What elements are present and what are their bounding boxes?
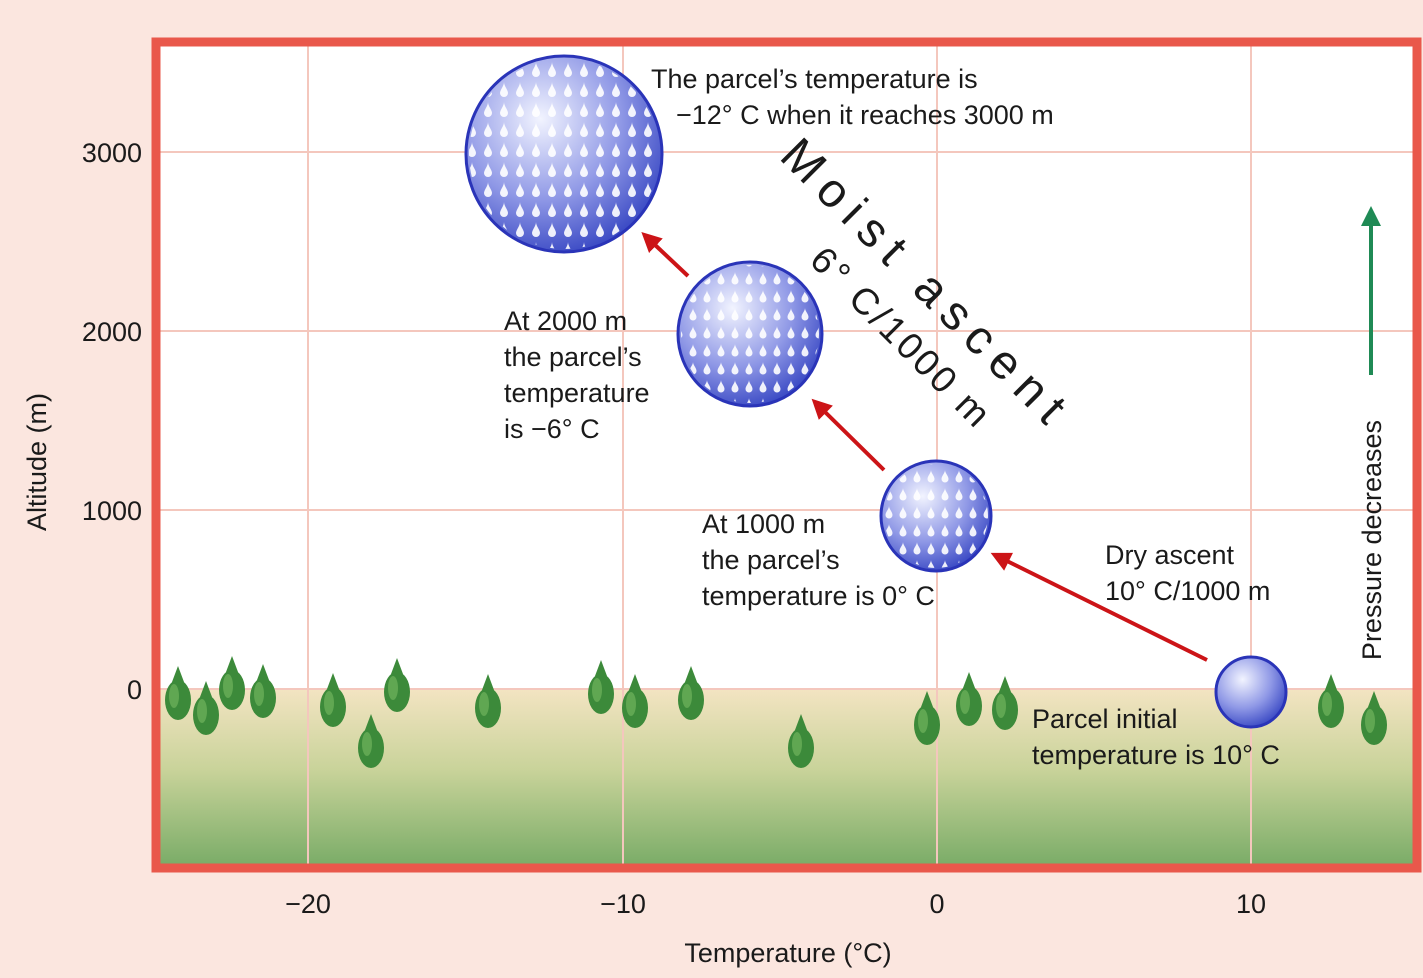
- annotation-1000m-line3: temperature is 0° C: [702, 581, 935, 611]
- annotation-1000m-line1: At 1000 m: [702, 509, 825, 539]
- annotation-dry-ascent: Dry ascent 10° C/1000 m: [1105, 540, 1270, 606]
- y-tick-labels: 0 1000 2000 3000: [82, 138, 142, 705]
- parcels: [464, 54, 1288, 729]
- x-tick-label: 10: [1236, 889, 1266, 919]
- x-tick-label: 0: [929, 889, 944, 919]
- annotation-initial: Parcel initial temperature is 10° C: [1032, 704, 1280, 770]
- ascent-arrows: [641, 232, 1208, 662]
- annotation-2000m-line3: temperature: [504, 378, 650, 408]
- parcel-surface: [1214, 655, 1288, 729]
- y-axis-title: Altitude (m): [22, 393, 52, 531]
- x-axis-title: Temperature (°C): [684, 938, 891, 968]
- y-tick-label: 1000: [82, 496, 142, 526]
- dry-ascent-arrow: [990, 552, 1208, 662]
- x-tick-labels: −20 −10 0 10: [285, 889, 1266, 919]
- moist-ascent-arrow-2: [641, 232, 690, 278]
- y-tick-label: 2000: [82, 317, 142, 347]
- gridlines: [156, 42, 1417, 868]
- annotation-top-line2: −12° C when it reaches 3000 m: [676, 100, 1054, 130]
- parcel-2000m-droplets: [681, 265, 819, 403]
- ground: [156, 689, 1417, 868]
- annotation-2000m-line4: is −6° C: [504, 414, 600, 444]
- y-tick-label: 3000: [82, 138, 142, 168]
- annotation-1000m-line2: the parcel’s: [702, 545, 840, 575]
- dry-ascent-line2: 10° C/1000 m: [1105, 576, 1270, 606]
- annotation-2000m-line1: At 2000 m: [504, 306, 627, 336]
- parcel-3000m-droplets: [469, 59, 659, 249]
- plot-frame: [151, 37, 1422, 873]
- annotation-1000m: At 1000 m the parcel’s temperature is 0°…: [702, 509, 935, 611]
- annotation-top: The parcel’s temperature is −12° C when …: [651, 64, 1054, 130]
- annotation-2000m: At 2000 m the parcel’s temperature is −6…: [504, 306, 650, 444]
- annotation-top-line1: The parcel’s temperature is: [651, 64, 978, 94]
- x-tick-label: −20: [285, 889, 331, 919]
- y-tick-label: 0: [127, 675, 142, 705]
- annotation-2000m-line2: the parcel’s: [504, 342, 642, 372]
- parcel-1000m-droplets: [884, 464, 988, 568]
- initial-line2: temperature is 10° C: [1032, 740, 1280, 770]
- dry-ascent-line1: Dry ascent: [1105, 540, 1235, 570]
- initial-line1: Parcel initial: [1032, 704, 1178, 734]
- x-tick-label: −10: [600, 889, 646, 919]
- moist-ascent-arrow-1: [811, 398, 886, 472]
- pressure-label: Pressure decreases: [1357, 420, 1387, 660]
